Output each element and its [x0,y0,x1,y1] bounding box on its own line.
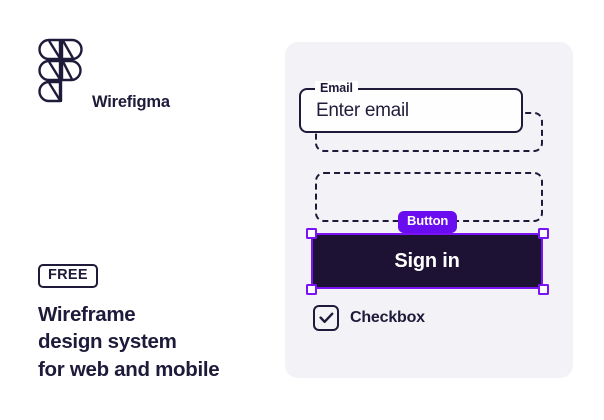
promo-block: FREE Wireframe design system for web and… [38,264,278,383]
check-icon [318,312,333,324]
checkbox-row[interactable]: Checkbox [313,305,425,331]
email-field-label: Email [315,81,358,96]
promo-headline-line-2: design system [38,330,177,354]
brand-name: Wirefigma [92,92,170,111]
selection-handle-bottom-right[interactable] [537,283,549,295]
sign-in-button[interactable]: Sign in [311,233,543,289]
promo-headline-line-1: Wireframe [38,303,136,327]
selection-handle-top-left[interactable] [305,227,317,239]
email-field[interactable]: Email Enter email [299,81,523,133]
promo-headline: Wireframe design system for web and mobi… [38,301,278,383]
selection-handle-bottom-left[interactable] [305,283,317,295]
checkbox-label: Checkbox [350,309,425,326]
button-name-badge: Button [398,211,458,233]
free-badge: FREE [38,264,98,289]
form-panel: Email Enter email Button Sign in Checkbo… [285,42,573,378]
promo-headline-line-3: for web and mobile [38,357,220,381]
email-input[interactable]: Enter email [316,99,409,121]
selection-handle-top-right[interactable] [537,227,549,239]
brand-block: Wirefigma [38,38,248,116]
sign-in-button-label: Sign in [394,249,460,272]
logo-row: Wirefigma [38,38,248,116]
checkbox-input[interactable] [313,305,339,331]
wirefigma-logo-icon [38,38,83,103]
